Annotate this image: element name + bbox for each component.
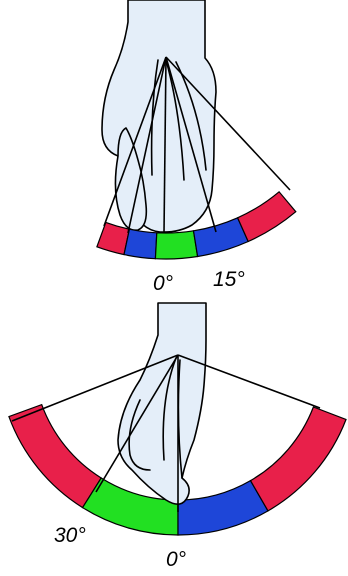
top-arc-segment-green [155, 231, 197, 259]
top-label-fifteen: 15° [213, 268, 245, 291]
top-arc-segment-blue [124, 229, 157, 259]
bottom-hand [118, 303, 206, 504]
bottom-label-thirty: 30° [54, 524, 86, 547]
top-arc-segment-red [238, 192, 296, 242]
top-figure: 0° 15° [97, 0, 296, 295]
top-label-zero: 0° [153, 272, 173, 295]
bottom-label-zero: 0° [166, 548, 186, 571]
bottom-arc-segment-red [9, 405, 101, 508]
bottom-arc-segment-blue [178, 481, 268, 535]
bottom-figure: 30° 0° [9, 303, 346, 571]
bottom-arc-segment-red [251, 407, 347, 511]
